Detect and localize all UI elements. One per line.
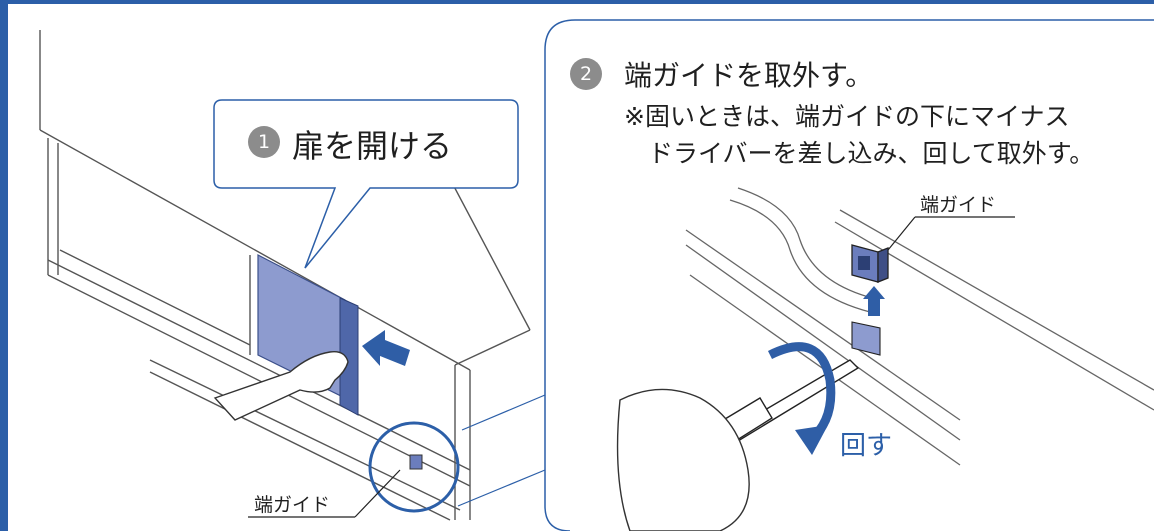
step-1-badge: 1 — [248, 126, 280, 158]
end-guide-label-left: 端ガイド — [254, 494, 331, 516]
leader-line-right — [887, 216, 916, 251]
detail-connector-bottom — [457, 469, 546, 507]
step-1-text: 扉を開ける — [292, 127, 453, 165]
rotate-label: 回す — [840, 431, 893, 461]
end-guide-slot — [851, 321, 881, 356]
step-2-badge: 2 — [570, 58, 602, 90]
leader-line-left — [354, 469, 401, 518]
rotate-arrowhead — [795, 425, 828, 455]
step-2-text: 端ガイドを取外す。 — [624, 59, 874, 92]
hand-left — [213, 351, 349, 421]
step-2-note-line1: ※固いときは、端ガイドの下にマイナス — [624, 102, 1070, 131]
end-guide-part — [851, 244, 889, 283]
callout-bubble-1 — [213, 99, 519, 269]
rotate-arrow — [767, 342, 836, 444]
lift-arrow — [863, 286, 885, 316]
detail-panel — [544, 19, 1154, 531]
detail-connector-top — [461, 394, 546, 431]
detail-circle — [368, 421, 460, 513]
step-2-note-line2: ドライバーを差し込み、回して取外す。 — [648, 139, 1095, 168]
cabinet-drawing — [39, 30, 531, 521]
end-guide-small-icon — [409, 454, 423, 470]
push-arrow — [362, 330, 410, 366]
hand-right — [616, 388, 750, 531]
end-guide-label-right: 端ガイド — [920, 194, 997, 216]
